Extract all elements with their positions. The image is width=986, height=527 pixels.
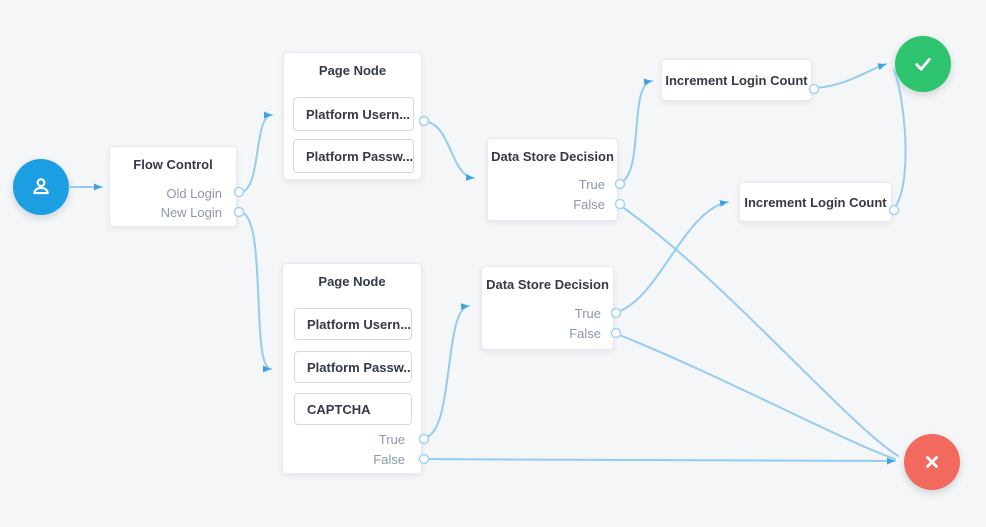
node-increment-bottom[interactable]: Increment Login Count [739, 182, 892, 222]
node-title: Data Store Decision [486, 277, 609, 292]
node-title: Flow Control [133, 157, 213, 172]
node-title: Page Node [318, 274, 386, 289]
node-flow-control[interactable]: Flow Control Old Login New Login [109, 146, 237, 227]
fail-node[interactable] [904, 434, 960, 490]
output-label-false: False [573, 197, 605, 212]
edge-increment-top-to-success[interactable] [814, 63, 887, 89]
node-title: Page Node [318, 63, 387, 78]
start-node[interactable] [13, 159, 69, 215]
node-page-top[interactable]: Page Node Platform Usern... Platform Pas… [283, 52, 422, 180]
node-increment-top[interactable]: Increment Login Count [661, 59, 812, 101]
node-data-store-bottom[interactable]: Data Store Decision True False [481, 266, 614, 350]
item-platform-username[interactable]: Platform Usern... [294, 308, 412, 340]
item-captcha[interactable]: CAPTCHA [294, 393, 412, 425]
node-title: Increment Login Count [665, 72, 808, 88]
person-icon [33, 178, 49, 195]
edge-data-store-top-true-to-increment-top[interactable] [619, 78, 653, 184]
node-page-bottom[interactable]: Page Node Platform Usern... Platform Pas… [282, 263, 422, 474]
x-icon [926, 456, 938, 468]
check-icon [915, 58, 931, 71]
edge-data-store-bottom-true-to-increment-bottom[interactable] [616, 200, 729, 313]
edge-data-store-top-false-to-fail[interactable] [620, 205, 899, 457]
output-label-old-login: Old Login [166, 186, 222, 201]
output-label-false: False [373, 452, 405, 467]
node-title: Data Store Decision [491, 149, 614, 164]
item-platform-password[interactable]: Platform Passw... [293, 139, 414, 173]
output-label-false: False [569, 326, 601, 341]
output-label-true: True [574, 306, 601, 321]
edge-old-login-to-page-top[interactable] [239, 111, 273, 193]
node-title: Increment Login Count [744, 194, 887, 210]
success-node[interactable] [895, 36, 951, 92]
edge-page-top-to-data-store-top[interactable] [423, 120, 475, 181]
output-label-new-login: New Login [160, 205, 222, 220]
output-label-true: True [578, 177, 605, 192]
edge-page-bottom-true-to-data-store-bottom[interactable] [423, 303, 470, 439]
node-data-store-top[interactable]: Data Store Decision True False [487, 138, 618, 221]
edge-new-login-to-page-bottom[interactable] [239, 211, 272, 373]
item-platform-username[interactable]: Platform Usern... [293, 97, 414, 131]
output-label-true: True [378, 432, 405, 447]
edge-page-bottom-false-to-fail[interactable] [424, 457, 896, 465]
edge-data-store-bottom-false-to-fail[interactable] [616, 333, 896, 460]
item-platform-password[interactable]: Platform Passw... [294, 351, 412, 383]
edge-increment-bottom-to-success[interactable] [893, 69, 907, 208]
